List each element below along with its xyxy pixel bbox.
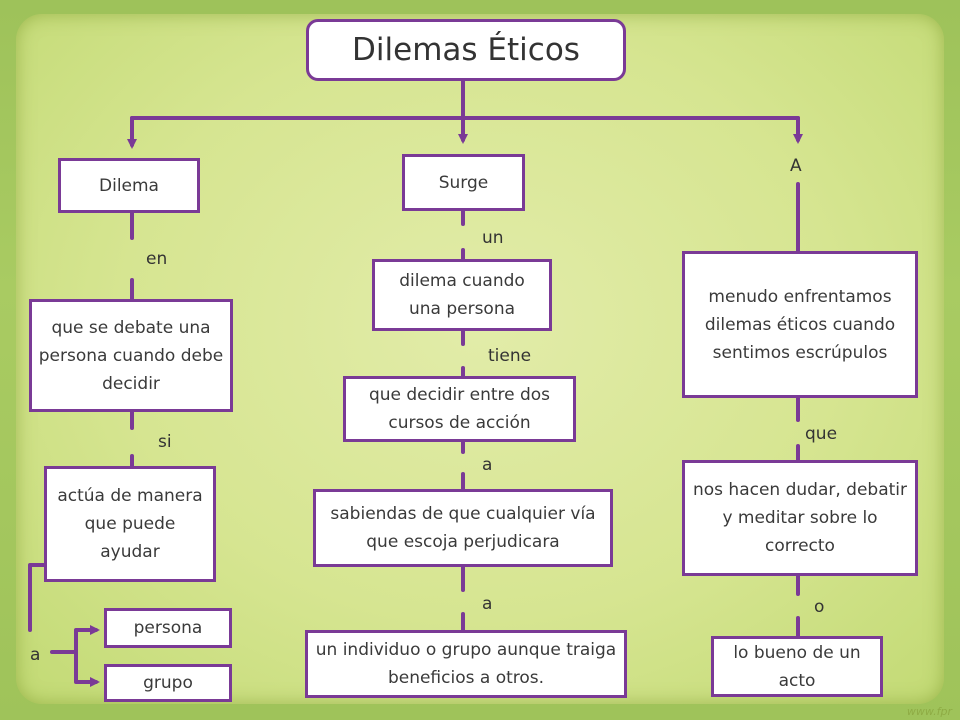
- node-grupo: grupo: [104, 664, 232, 702]
- connector-left-fork2: [74, 650, 100, 687]
- label-que: que: [805, 424, 838, 444]
- node-a-label: A: [790, 156, 802, 176]
- label-un: un: [482, 228, 504, 248]
- node-individuo: un individuo o grupo aunque traiga benef…: [305, 630, 627, 698]
- label-tiene: tiene: [488, 346, 532, 366]
- connector-left-fork: [50, 625, 100, 654]
- node-actua: actúa de manera que puede ayudar: [44, 466, 216, 582]
- diagram-title: Dilemas Éticos: [306, 19, 626, 81]
- watermark: www.fpr: [906, 705, 952, 718]
- node-dilema: Dilema: [58, 158, 200, 213]
- label-o: o: [814, 597, 825, 617]
- node-surge: Surge: [402, 154, 525, 211]
- label-a-center-2: a: [482, 594, 493, 614]
- label-a-left: a: [30, 645, 41, 665]
- node-dilema-cuando: dilema cuando una persona: [372, 259, 552, 331]
- node-debate: que se debate una persona cuando debe de…: [29, 299, 233, 412]
- node-dudar: nos hacen dudar, debatir y meditar sobre…: [682, 460, 918, 576]
- node-sabiendas: sabiendas de que cualquier vía que escoj…: [313, 489, 613, 567]
- node-persona: persona: [104, 608, 232, 648]
- label-si: si: [158, 432, 172, 452]
- node-decidir: que decidir entre dos cursos de acción: [343, 376, 576, 442]
- node-lo-bueno: lo bueno de un acto: [711, 636, 883, 697]
- label-en: en: [146, 249, 168, 269]
- node-menudo: menudo enfrentamos dilemas éticos cuando…: [682, 251, 918, 398]
- label-a-center-1: a: [482, 455, 493, 475]
- connector-left-bracket: [28, 563, 46, 632]
